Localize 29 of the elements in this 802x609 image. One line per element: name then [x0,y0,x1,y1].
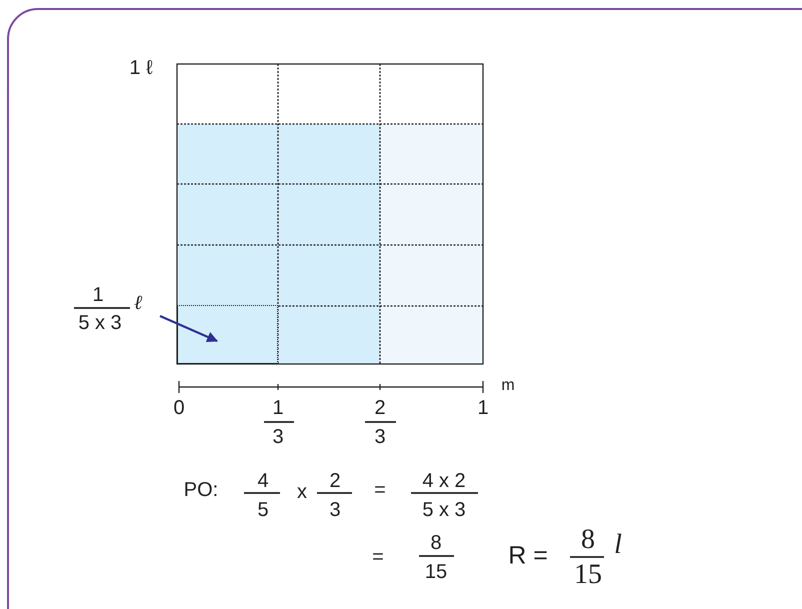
fraction-denominator: 15 [574,561,602,589]
leader-arrow [160,315,218,342]
fraction-denominator: 5 [257,500,269,520]
unit-label: m [501,378,515,394]
fraction-numerator: 4 [257,471,269,491]
unit-symbol: l [614,531,622,559]
fraction-numerator: 8 [430,533,442,553]
fraction-denominator: 15 [424,562,448,582]
fraction-denominator: 3 [329,500,341,520]
result-prefix: R = [508,544,548,568]
equation-prefix: PO: [184,480,218,500]
unit-symbol: ℓ [134,292,142,312]
fraction-denominator: 5 x 3 [78,313,122,333]
equals-sign: = [372,547,384,567]
fraction-denominator: 5 x 3 [422,500,466,520]
tick-label: 1 [477,398,489,418]
times-sign: x [297,482,307,502]
fraction-numerator: 8 [581,526,595,554]
fraction-numerator: 4 x 2 [422,471,466,491]
volume-label: 1 ℓ [129,58,153,78]
fraction-denominator: 3 [374,427,386,447]
tick-label: 0 [173,398,185,418]
fraction-numerator: 1 [92,285,104,305]
equals-sign: = [374,480,386,500]
grid-cell [177,305,278,364]
fraction-denominator: 3 [272,427,284,447]
fraction-numerator: 2 [329,471,341,491]
fraction-numerator: 2 [374,398,386,418]
fraction-numerator: 1 [272,398,284,418]
